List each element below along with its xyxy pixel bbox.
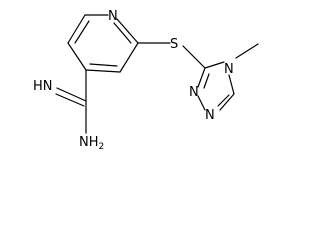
bond-pyr-c3-c4 (85, 69, 121, 73)
sulfur-label: S (170, 37, 178, 52)
bond-pyr-n-c2 (116, 18, 139, 44)
triazole-n4-label: N (224, 62, 234, 77)
triazole-n2-label: N (189, 85, 199, 100)
imine-label: HN (33, 79, 53, 94)
bond-pyr-c5-c6 (67, 14, 86, 44)
bond-amidine-imine-inner (55, 93, 85, 107)
amine-nh-text: NH (79, 135, 99, 150)
amine-label: NH2 (79, 135, 104, 152)
bond-tri-n4-c5 (228, 74, 235, 95)
bond-tri-c3-n4 (204, 61, 225, 69)
bond-n-methyl (235, 43, 259, 59)
molecule-canvas: N S N N N HN NH2 (33, 9, 259, 152)
bond-pyr-c2-c3 (119, 42, 139, 73)
bond-pyr-c3-c4-inner (89, 63, 118, 67)
bond-tri-c5-n1-inner (217, 94, 230, 107)
triazole-n1-label: N (205, 108, 215, 123)
bond-tri-n1-n2 (197, 95, 206, 111)
structure-diagram: N S N N N HN NH2 (33, 9, 259, 152)
bond-pyr-c2-n-inner (113, 22, 132, 44)
bond-amidine-imine (56, 87, 87, 102)
bond-tri-n2-c3-inner (203, 73, 210, 89)
amine-subscript: 2 (99, 142, 105, 152)
bond-tri-c5-n1 (219, 93, 235, 111)
bond-pyr-c4-c5 (67, 42, 87, 71)
pyridine-nitrogen-label: N (108, 9, 118, 24)
bond-s-triazole (182, 45, 206, 69)
bond-tri-n2-c3 (197, 67, 206, 88)
bond-pyr-c5-c6-inner (74, 20, 90, 44)
